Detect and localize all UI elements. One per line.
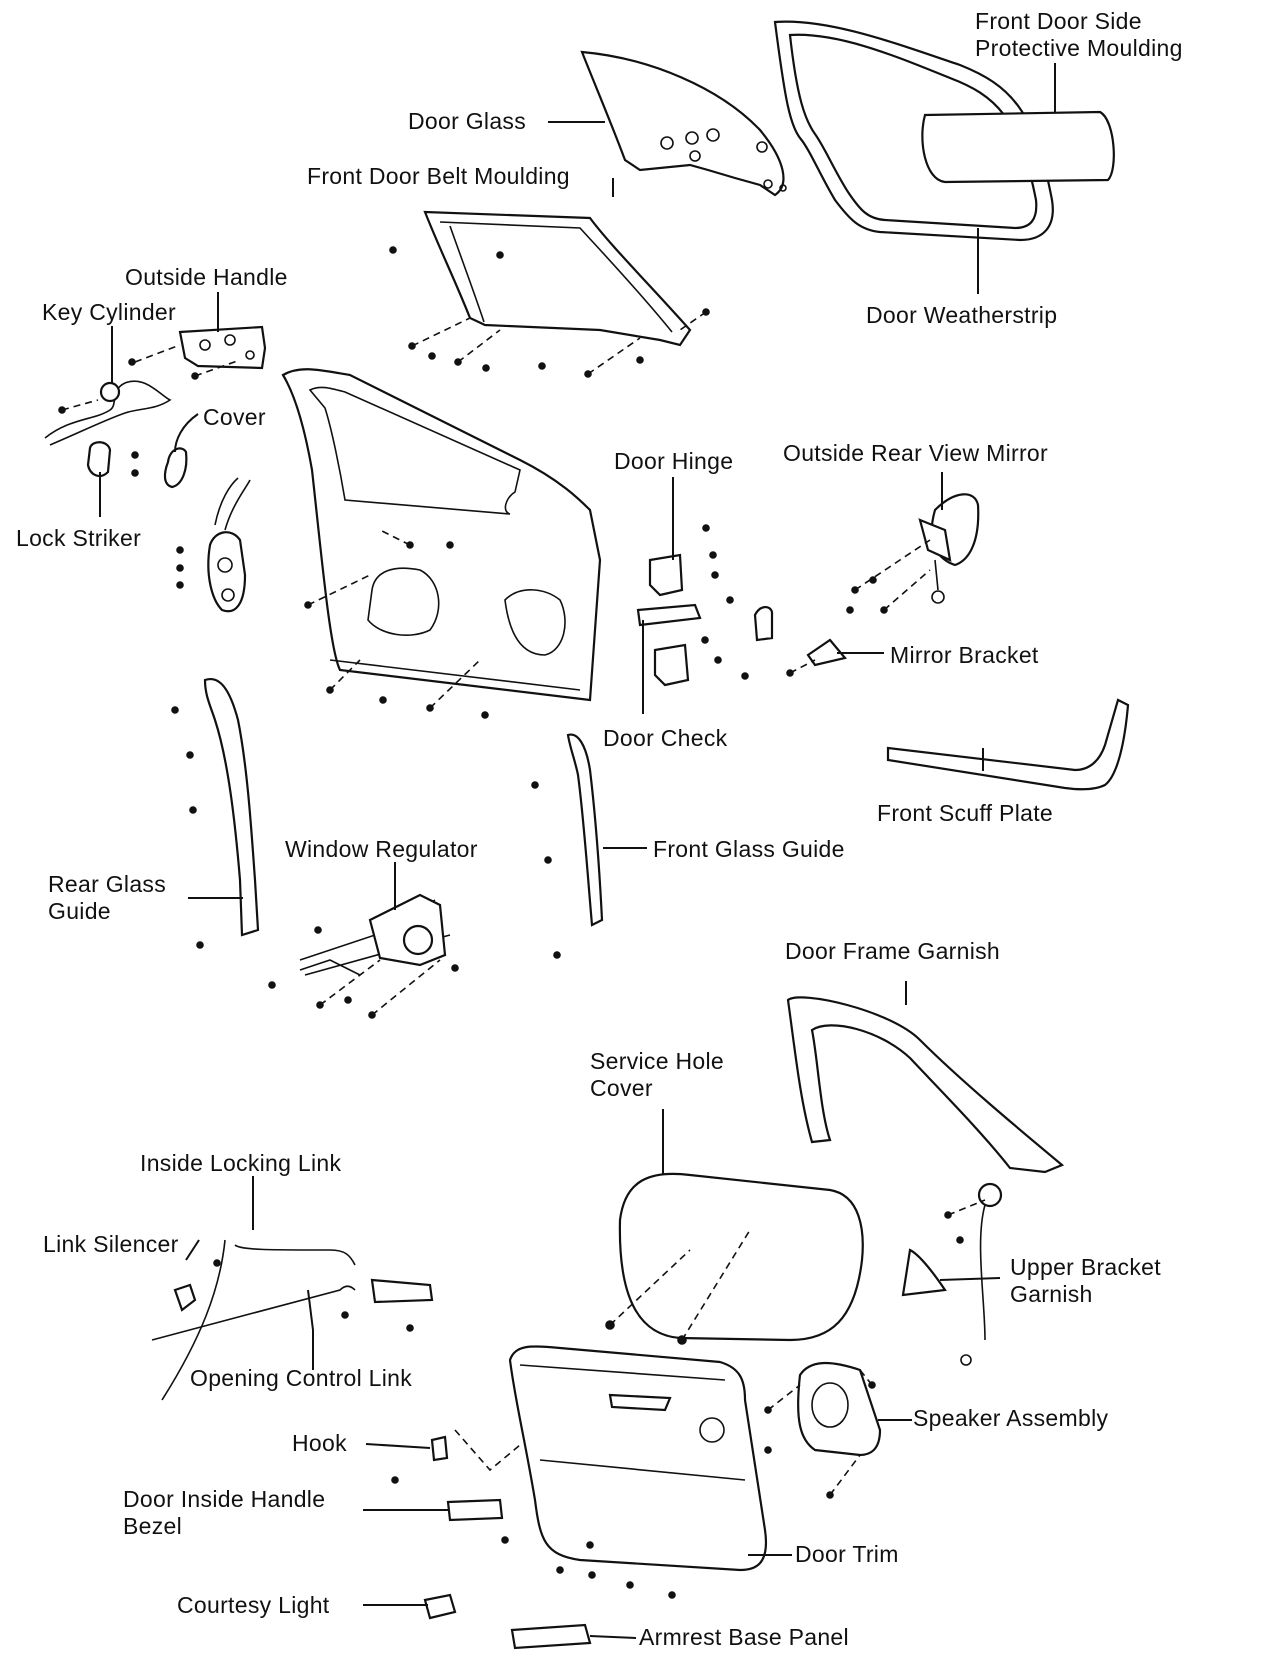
outside-rear-view-mirror-part bbox=[918, 493, 980, 604]
label-key-cylinder: Key Cylinder bbox=[42, 299, 176, 325]
outside-handle-part bbox=[178, 325, 267, 370]
label-front-door-belt-moulding: Front Door Belt Moulding bbox=[307, 163, 570, 189]
courtesy-light-part bbox=[423, 1593, 457, 1620]
label-armrest-base-panel: Armrest Base Panel bbox=[639, 1624, 849, 1650]
door-lock-part bbox=[207, 477, 251, 613]
label-hook: Hook bbox=[292, 1430, 347, 1456]
label-front-glass-guide: Front Glass Guide bbox=[653, 836, 845, 862]
label-front-door-side-protective-moulding: Front Door Side Protective Moulding bbox=[975, 8, 1183, 61]
label-service-hole-cover: Service Hole Cover bbox=[590, 1048, 724, 1101]
assembly-dashed-lines bbox=[61, 311, 986, 1496]
label-upper-bracket-garnish: Upper Bracket Garnish bbox=[1010, 1254, 1161, 1307]
speaker-assembly-part bbox=[797, 1361, 882, 1457]
door-frame-garnish-part bbox=[786, 996, 1065, 1174]
label-outside-rear-view-mirror: Outside Rear View Mirror bbox=[783, 440, 1048, 466]
label-link-silencer: Link Silencer bbox=[43, 1231, 179, 1257]
label-opening-control-link: Opening Control Link bbox=[190, 1365, 413, 1391]
armrest-base-panel-part bbox=[510, 1623, 592, 1650]
label-door-hinge: Door Hinge bbox=[614, 448, 734, 474]
label-speaker-assembly: Speaker Assembly bbox=[913, 1405, 1109, 1431]
label-mirror-bracket: Mirror Bracket bbox=[890, 642, 1039, 668]
hinge-cap-part bbox=[753, 606, 774, 642]
label-outside-handle: Outside Handle bbox=[125, 264, 288, 290]
door-trim-part bbox=[508, 1345, 768, 1572]
front-scuff-plate-part bbox=[886, 698, 1130, 791]
label-door-weatherstrip: Door Weatherstrip bbox=[866, 302, 1058, 328]
front-door-belt-moulding-part bbox=[423, 210, 692, 347]
door-shell-part bbox=[281, 368, 602, 702]
lock-striker-part bbox=[86, 441, 112, 478]
cover-part bbox=[163, 447, 188, 489]
upper-bracket-wiring-part bbox=[960, 1182, 1003, 1366]
hook-part bbox=[430, 1435, 449, 1462]
front-glass-guide-part bbox=[566, 733, 604, 927]
label-rear-glass-guide: Rear Glass Guide bbox=[48, 871, 167, 924]
service-hole-cover-part bbox=[618, 1172, 864, 1342]
label-inside-locking-link: Inside Locking Link bbox=[140, 1150, 342, 1176]
key-cylinder-part bbox=[44, 380, 172, 446]
inside-locking-link-part bbox=[151, 1239, 434, 1401]
label-cover: Cover bbox=[203, 404, 266, 430]
upper-bracket-garnish-part bbox=[901, 1248, 947, 1297]
window-regulator-part bbox=[299, 893, 451, 976]
label-courtesy-light: Courtesy Light bbox=[177, 1592, 330, 1618]
label-front-scuff-plate: Front Scuff Plate bbox=[877, 800, 1053, 826]
fastener-bolts bbox=[58, 246, 964, 1599]
door-hinge-part bbox=[648, 553, 690, 687]
label-window-regulator: Window Regulator bbox=[285, 836, 478, 862]
door-check-part bbox=[636, 603, 702, 627]
label-door-glass: Door Glass bbox=[408, 108, 527, 134]
leader-lines bbox=[99, 63, 1056, 1639]
door-glass-part bbox=[580, 50, 787, 197]
label-door-check: Door Check bbox=[603, 725, 728, 751]
label-door-frame-garnish: Door Frame Garnish bbox=[785, 938, 1001, 964]
door-weatherstrip-part bbox=[773, 20, 1115, 242]
label-door-trim: Door Trim bbox=[795, 1541, 899, 1567]
label-lock-striker: Lock Striker bbox=[16, 525, 142, 551]
label-door-inside-handle-bezel: Door Inside Handle Bezel bbox=[123, 1486, 326, 1539]
rear-glass-guide-part bbox=[203, 677, 260, 937]
door-inside-handle-bezel-part bbox=[446, 1498, 504, 1522]
